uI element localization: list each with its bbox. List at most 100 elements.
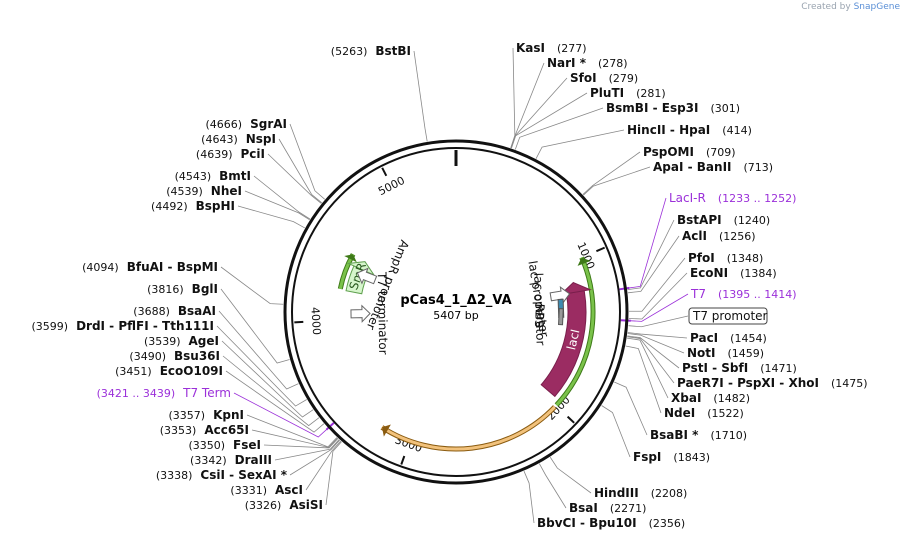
site-position: (1482) — [713, 392, 750, 405]
site-position: (3342) — [190, 454, 227, 467]
site-hindiii[interactable]: HindIII(2208) — [594, 486, 687, 500]
site-name: PluTI — [590, 86, 624, 100]
site-csii-sexai[interactable]: CsiI - SexAI *(3338) — [156, 468, 288, 482]
site-position: (1471) — [760, 362, 797, 375]
site-acli[interactable]: AclI(1256) — [682, 229, 756, 243]
site-paci[interactable]: PacI(1454) — [690, 331, 767, 345]
leader-bsabi — [614, 381, 648, 436]
site-psti-sbfi[interactable]: PstI - SbfI(1471) — [682, 361, 797, 375]
site-t7-promoter[interactable]: T7 promoter — [688, 307, 768, 325]
site-pluti[interactable]: PluTI (281) — [590, 86, 666, 100]
site-t7[interactable]: T7(1395 .. 1414) — [690, 287, 797, 301]
site-sgrai[interactable]: SgrAI(4666) — [206, 117, 287, 131]
site-position: (2356) — [649, 517, 686, 530]
site-name: PfoI — [688, 251, 715, 265]
site-xbai[interactable]: XbaI(1482) — [671, 391, 750, 405]
site-acc65i[interactable]: Acc65I(3353) — [160, 423, 249, 437]
site-position: (3331) — [230, 484, 267, 497]
leader-asci — [305, 440, 342, 491]
feature-lacI[interactable] — [540, 290, 587, 398]
site-bstbi[interactable]: BstBI(5263) — [331, 44, 411, 58]
tick-mark-2000 — [566, 415, 575, 424]
site-bsai[interactable]: BsaI(2271) — [569, 501, 646, 515]
site-position: (1240) — [734, 214, 771, 227]
leader-fspi — [601, 405, 631, 458]
leader-bmti — [253, 175, 311, 220]
site-bsphi[interactable]: BspHI(4492) — [151, 199, 235, 213]
site-bbvci-bpu10i[interactable]: BbvCI - Bpu10I (2356) — [537, 516, 685, 530]
site-pfoi[interactable]: PfoI(1348) — [688, 251, 763, 265]
credit-brand: SnapGene — [853, 2, 900, 12]
leader-pspomi — [582, 151, 641, 195]
site-kpni[interactable]: KpnI(3357) — [169, 408, 244, 422]
site-position: (713) — [744, 161, 774, 174]
site-name: Acc65I — [204, 423, 249, 437]
site-name: PacI — [690, 331, 718, 345]
site-name: LacI-R — [669, 191, 706, 205]
site-bsmbi-esp3i[interactable]: BsmBI - Esp3I(301) — [606, 101, 740, 115]
site-fsei[interactable]: FseI(3350) — [188, 438, 261, 452]
site-fspi[interactable]: FspI(1843) — [633, 450, 710, 464]
site-bsabi[interactable]: BsaBI *(1710) — [650, 428, 747, 442]
marker-ampr-promoter — [356, 267, 378, 285]
site-kasi[interactable]: KasI(277) — [516, 41, 587, 55]
site-econi[interactable]: EcoNI(1384) — [690, 266, 777, 280]
site-noti[interactable]: NotI(1459) — [687, 346, 764, 360]
site-asisi[interactable]: AsiSI(3326) — [245, 498, 323, 512]
site-pcii[interactable]: PciI(4639) — [196, 147, 265, 161]
site-bsu36i[interactable]: Bsu36I(3490) — [129, 349, 220, 363]
site-ndei[interactable]: NdeI(1522) — [664, 406, 744, 420]
leader-noti — [627, 333, 685, 354]
site-ecoo109i[interactable]: EcoO109I (3451) — [115, 364, 223, 378]
site-name: NspI — [246, 132, 276, 146]
site-name: BstBI — [375, 44, 411, 58]
site-name: T7 — [690, 287, 706, 301]
tick-mark-1000 — [595, 246, 606, 253]
site-name: PciI — [241, 147, 266, 161]
site-asci[interactable]: AscI(3331) — [230, 483, 303, 497]
site-draiii[interactable]: DraIII(3342) — [190, 453, 272, 467]
site-position: (3338) — [156, 469, 193, 482]
site-position: (3451) — [115, 365, 152, 378]
label-rbs: RBS — [532, 303, 547, 328]
site-agei[interactable]: AgeI(3539) — [144, 334, 219, 348]
site-name: DrdI - PflFI - Tth111I — [76, 319, 214, 333]
site-laci-r[interactable]: LacI-R(1233 .. 1252) — [669, 191, 796, 205]
site-position: (281) — [636, 87, 666, 100]
site-name: FseI — [233, 438, 261, 452]
feature-smr-arrowhead — [346, 261, 376, 277]
site-sfoi[interactable]: SfoI(279) — [570, 71, 638, 85]
site-t7-term[interactable]: T7 Term(3421 .. 3439) — [97, 386, 231, 400]
site-name: BbvCI - Bpu10I — [537, 516, 637, 530]
site-bgli[interactable]: BglI(3816) — [147, 282, 218, 296]
leader-bfuai-bspmi — [220, 266, 284, 305]
site-drdi-pflfi-tth111i[interactable]: DrdI - PflFI - Tth111I(3599) — [31, 319, 214, 333]
arc-lacI-arrowhead — [577, 257, 591, 266]
tick-mark-5000 — [381, 167, 388, 177]
site-paer7i-pspxi-xhoi[interactable]: PaeR7I - PspXI - XhoI(1475) — [677, 376, 868, 390]
site-position: (3421 .. 3439) — [97, 387, 176, 400]
site-position: (4492) — [151, 200, 188, 213]
plasmid-length: 5407 bp — [433, 309, 478, 322]
leader-bsai — [538, 463, 567, 509]
site-bstapi[interactable]: BstAPI(1240) — [677, 213, 770, 227]
leader-bstbi — [413, 50, 428, 142]
marker-rbs — [558, 308, 564, 326]
leader-pcii — [267, 153, 322, 204]
site-pspomi[interactable]: PspOMI(709) — [643, 145, 736, 159]
site-bsaai[interactable]: BsaAI(3688) — [133, 304, 216, 318]
site-bmti[interactable]: BmtI(4543) — [175, 169, 251, 183]
site-nspi[interactable]: NspI(4643) — [201, 132, 276, 146]
site-name: NheI — [211, 184, 242, 198]
site-apai-banii[interactable]: ApaI - BanII(713) — [653, 160, 773, 174]
site-name: SfoI — [570, 71, 597, 85]
site-bfuai-bspmi[interactable]: BfuAI - BspMI(4094) — [82, 260, 218, 274]
site-nhei[interactable]: NheI(4539) — [166, 184, 242, 198]
site-nari[interactable]: NarI *(278) — [547, 56, 628, 70]
site-hincii-hpai[interactable]: HincII - HpaI(414) — [627, 123, 752, 137]
site-name: NdeI — [664, 406, 695, 420]
site-name: EcoO109I — [160, 364, 223, 378]
leader-hindiii — [549, 456, 592, 494]
leader-ecoo109i — [225, 370, 325, 433]
site-name: HincII - HpaI — [627, 123, 710, 137]
